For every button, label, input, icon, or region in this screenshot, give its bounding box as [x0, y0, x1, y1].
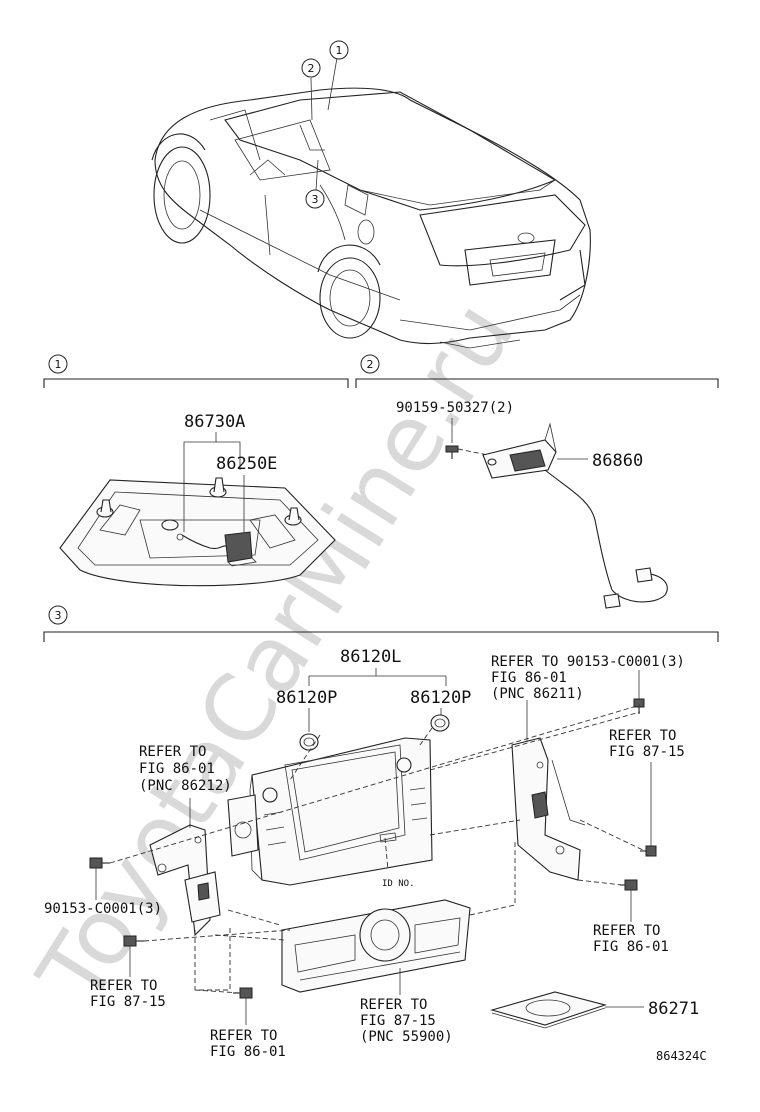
- label-refer-to-bm: REFER TO: [360, 997, 427, 1013]
- overhead-console-illustration: [59, 477, 336, 587]
- label-refer-to-left: REFER TO: [139, 744, 206, 760]
- svg-text:1: 1: [336, 44, 343, 57]
- leader-86120L: [308, 668, 447, 686]
- car-callout-2: 2: [301, 58, 321, 78]
- label-fig-87-15-bm: FIG 87-15: [360, 1013, 436, 1029]
- label-86860: 86860: [592, 451, 643, 471]
- label-fig-86-01-left: FIG 86-01: [139, 761, 215, 777]
- knob-86120P-right: [430, 714, 450, 732]
- knob-86120P-left: [299, 733, 319, 751]
- car-illustration: [151, 57, 591, 349]
- section-2-header: 2: [355, 354, 719, 388]
- ac-control-panel: [281, 899, 471, 993]
- svg-text:3: 3: [55, 609, 62, 622]
- label-refer-to-bc: REFER TO: [210, 1028, 277, 1044]
- label-id-no: ID NO.: [382, 879, 415, 889]
- label-refer-90153-top: REFER TO 90153-C0001(3): [491, 654, 685, 670]
- car-callout-1: 1: [329, 40, 349, 60]
- screw-right-mid: [640, 845, 657, 857]
- svg-text:1: 1: [55, 358, 62, 371]
- label-fig-86-01-bc: FIG 86-01: [210, 1044, 286, 1060]
- label-refer-to-br: REFER TO: [593, 923, 660, 939]
- right-bracket: [511, 737, 586, 881]
- camera-86860: [482, 422, 668, 609]
- screw-90159: [445, 445, 459, 459]
- label-86250E: 86250E: [216, 454, 277, 474]
- svg-text:2: 2: [308, 62, 315, 75]
- svg-text:2: 2: [367, 358, 374, 371]
- screw-90153-left: [89, 857, 110, 869]
- label-pnc-86212: (PNC 86212): [139, 778, 232, 794]
- label-fig-86-01-top: FIG 86-01: [491, 670, 567, 686]
- section-1-header: 1: [43, 354, 349, 388]
- screw-left-low: [123, 935, 144, 947]
- wire-harness-86730A: [176, 533, 227, 549]
- label-fig-87-15-right: FIG 87-15: [609, 744, 685, 760]
- label-refer-to-right: REFER TO: [609, 728, 676, 744]
- car-callout-3: 3: [305, 189, 325, 209]
- label-86120P-left: 86120P: [276, 688, 337, 708]
- label-86120L: 86120L: [340, 647, 401, 667]
- label-fig-86-01-br: FIG 86-01: [593, 939, 669, 955]
- part-86250E: [224, 531, 257, 567]
- manual-disc-86271: [489, 991, 607, 1029]
- screw-right-low: [620, 879, 638, 891]
- label-refer-to-bl: REFER TO: [90, 978, 157, 994]
- left-bracket: [149, 824, 221, 937]
- label-pnc-86211: (PNC 86211): [491, 686, 584, 702]
- svg-text:3: 3: [312, 193, 319, 206]
- figure-code: 864324C: [656, 1049, 707, 1063]
- label-fig-87-15-bl: FIG 87-15: [90, 994, 166, 1010]
- section-3-header: 3: [43, 605, 719, 642]
- label-90159-50327: 90159-50327(2): [396, 400, 514, 416]
- navigation-display-unit: [227, 737, 433, 886]
- leader-86730A: [183, 432, 241, 532]
- label-pnc-55900: (PNC 55900): [360, 1029, 453, 1045]
- label-86120P-right: 86120P: [410, 688, 471, 708]
- label-90153-left: 90153-C0001(3): [44, 901, 162, 917]
- label-86271: 86271: [648, 999, 699, 1019]
- screw-90153-top-right: [633, 698, 645, 714]
- label-86730A: 86730A: [184, 412, 245, 432]
